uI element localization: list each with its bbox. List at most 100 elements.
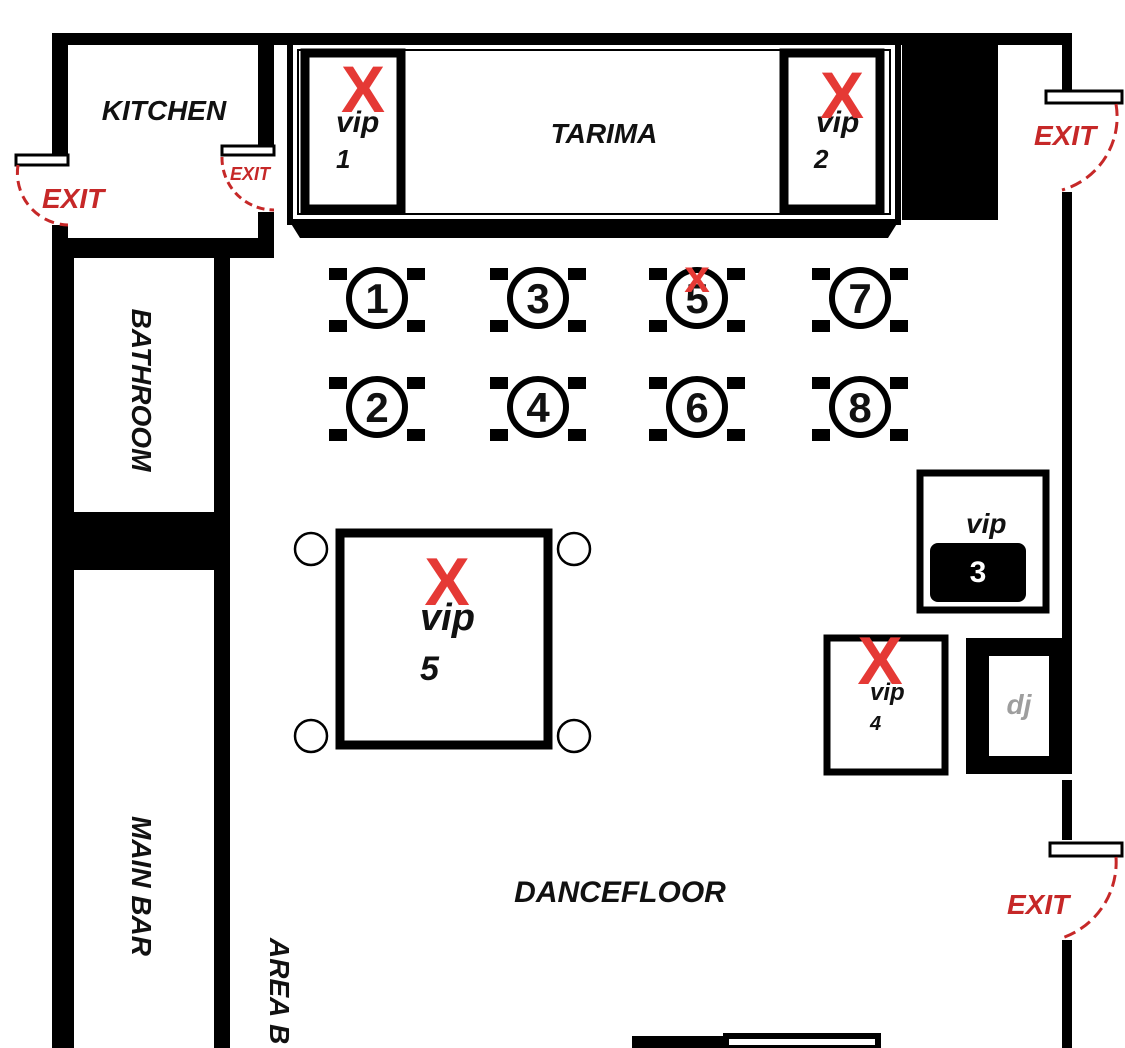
vip-2[interactable]: vip 2 X <box>779 48 885 214</box>
exit-right-top[interactable]: EXIT <box>1034 89 1124 192</box>
table-5-chair <box>727 320 745 332</box>
wall-kitchen-right <box>258 33 274 145</box>
vip-5-box <box>335 528 553 750</box>
vip-4-reserved-mark: X <box>857 623 902 699</box>
table-3-number: 3 <box>526 275 549 322</box>
table-3-chair <box>490 320 508 332</box>
table-7[interactable]: 7 <box>812 267 908 332</box>
table-3-top <box>507 267 569 329</box>
table-4-number: 4 <box>526 384 550 431</box>
vip-5-stool-br <box>556 718 592 754</box>
table-3-chair <box>568 268 586 280</box>
vip-4-box <box>823 634 949 776</box>
table-1-chair <box>407 268 425 280</box>
vip-3[interactable]: vip 3 <box>916 469 1050 614</box>
table-4-chair <box>568 377 586 389</box>
table-4-chair <box>568 429 586 441</box>
vip-5-label: vip <box>420 597 475 639</box>
exit-right-bottom[interactable]: EXIT <box>1007 841 1124 940</box>
vip-2-label: vip <box>816 106 859 139</box>
vip-5[interactable]: vip 5 X <box>293 528 592 754</box>
table-2[interactable]: 2 <box>329 376 425 441</box>
wall-right-4 <box>1062 940 1072 1048</box>
table-8-chair <box>812 429 830 441</box>
kitchen-label: KITCHEN <box>102 95 227 126</box>
vip-3-badge <box>930 543 1026 602</box>
vip-5-stool-tr <box>556 531 592 567</box>
table-1-chair <box>407 320 425 332</box>
table-3[interactable]: 3 <box>490 267 586 332</box>
dancefloor-label: DANCEFLOOR <box>514 876 726 909</box>
kitchen: KITCHEN <box>102 95 227 126</box>
wall-right-1 <box>1062 33 1072 91</box>
walls <box>52 33 1072 1048</box>
table-8-number: 8 <box>848 384 871 431</box>
area-label: AREA B <box>264 937 295 1044</box>
exit-right-top-swing <box>1061 103 1119 192</box>
table-8-chair <box>890 429 908 441</box>
table-5[interactable]: 5x <box>649 250 745 332</box>
wall-right-3 <box>1062 780 1072 840</box>
exit-right-bottom-label: EXIT <box>1007 889 1072 920</box>
bottom-block-dark <box>632 1036 728 1048</box>
vip-5-stool-bl <box>293 718 329 754</box>
table-1-chair <box>329 268 347 280</box>
bathroom-label: BATHROOM <box>126 309 157 472</box>
table-8-top <box>829 376 891 438</box>
table-5-top <box>666 267 728 329</box>
vip-2-box <box>779 48 885 214</box>
wall-left-lower <box>52 225 68 1048</box>
table-5-chair <box>649 320 667 332</box>
exit-kitchen-inner-label: EXIT <box>230 164 272 184</box>
vip-1-box <box>300 48 406 214</box>
tarima-front-edge <box>290 222 898 238</box>
table-4[interactable]: 4 <box>490 376 586 441</box>
table-6-number: 6 <box>685 384 708 431</box>
table-5-number: 5 <box>685 275 708 322</box>
table-7-top <box>829 267 891 329</box>
table-8-chair <box>812 377 830 389</box>
table-5-chair <box>649 268 667 280</box>
vip-1[interactable]: vip 1 X <box>300 48 406 214</box>
vip-5-reserved-mark: X <box>424 544 469 620</box>
table-6-chair <box>649 429 667 441</box>
table-2-chair <box>407 429 425 441</box>
wall-partition-bar <box>66 258 74 1048</box>
bottom-block-light <box>723 1033 881 1048</box>
table-2-chair <box>329 429 347 441</box>
table-1[interactable]: 1 <box>329 267 425 332</box>
dj-booth: dj <box>966 638 1072 774</box>
table-5-chair <box>727 268 745 280</box>
table-7-number: 7 <box>848 275 871 322</box>
vip-5-number: 5 <box>420 650 440 688</box>
tables: 1 2 3 4 5x 6 7 8 <box>329 250 908 441</box>
storage-block <box>902 42 998 220</box>
table-4-chair <box>490 377 508 389</box>
table-1-top <box>346 267 408 329</box>
table-5-reserved-mark: x <box>684 250 710 302</box>
table-1-number: 1 <box>365 275 388 322</box>
exit-right-bottom-door <box>1048 841 1124 858</box>
table-8[interactable]: 8 <box>812 376 908 441</box>
vip-1-number: 1 <box>336 144 350 174</box>
exit-kitchen-outer-label: EXIT <box>42 183 107 214</box>
exit-kitchen-outer[interactable]: EXIT <box>14 153 107 227</box>
dj-label: dj <box>1007 689 1033 720</box>
vip-3-label: vip <box>966 508 1006 539</box>
table-2-chair <box>329 377 347 389</box>
table-4-top <box>507 376 569 438</box>
table-6[interactable]: 6 <box>649 376 745 441</box>
vip-1-reserved-mark: X <box>341 52 385 126</box>
exit-kitchen-inner-door <box>220 144 276 157</box>
vip-3-number: 3 <box>970 556 987 589</box>
exit-kitchen-inner[interactable]: EXIT <box>220 144 276 212</box>
vip-2-reserved-mark: X <box>820 58 864 132</box>
exit-kitchen-inner-swing <box>220 156 275 212</box>
table-1-chair <box>329 320 347 332</box>
vip-5-stool-tl <box>293 531 329 567</box>
vip-4[interactable]: vip 4 X <box>823 623 949 776</box>
vip-1-label: vip <box>336 106 379 139</box>
exit-right-bottom-swing <box>1061 856 1118 940</box>
table-7-chair <box>812 268 830 280</box>
main-bar-label: MAIN BAR <box>126 816 157 957</box>
